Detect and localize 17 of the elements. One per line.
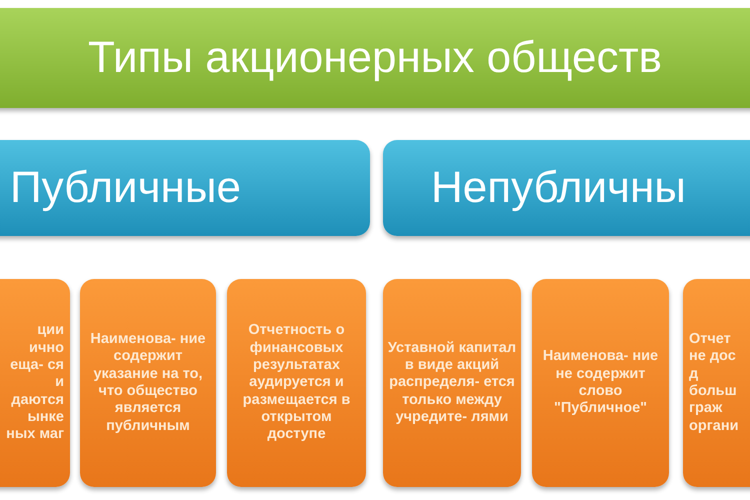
- feature-text: ции ично еща- ся и даются ынке ных маг: [5, 322, 65, 444]
- category-label: Непубличны: [430, 162, 687, 214]
- category-label: Публичные: [9, 162, 242, 214]
- feature-text: Наименова- ние не содержит слово "Публичное": [542, 348, 660, 418]
- category-box: [383, 140, 750, 236]
- feature-text: Отчет не дос д больш граж органи: [688, 330, 740, 436]
- feature-text: Отчетность о финансовых результатах аудируется и размещается в открытом доступе: [242, 322, 352, 444]
- title-text: Типы акционерных обществ: [87, 32, 663, 84]
- feature-text: Уставной капитал в виде акций распределя- ется только между учредите- лями: [386, 340, 518, 426]
- feature-card: [80, 279, 216, 487]
- feature-card: [0, 279, 70, 487]
- feature-text: Наименова- ние содержит указание на то, что общество является публичным: [89, 330, 207, 436]
- feature-card: [532, 279, 669, 487]
- category-box: [0, 140, 370, 236]
- feature-card: [227, 279, 366, 487]
- feature-card: [383, 279, 521, 487]
- title-banner: [0, 8, 750, 108]
